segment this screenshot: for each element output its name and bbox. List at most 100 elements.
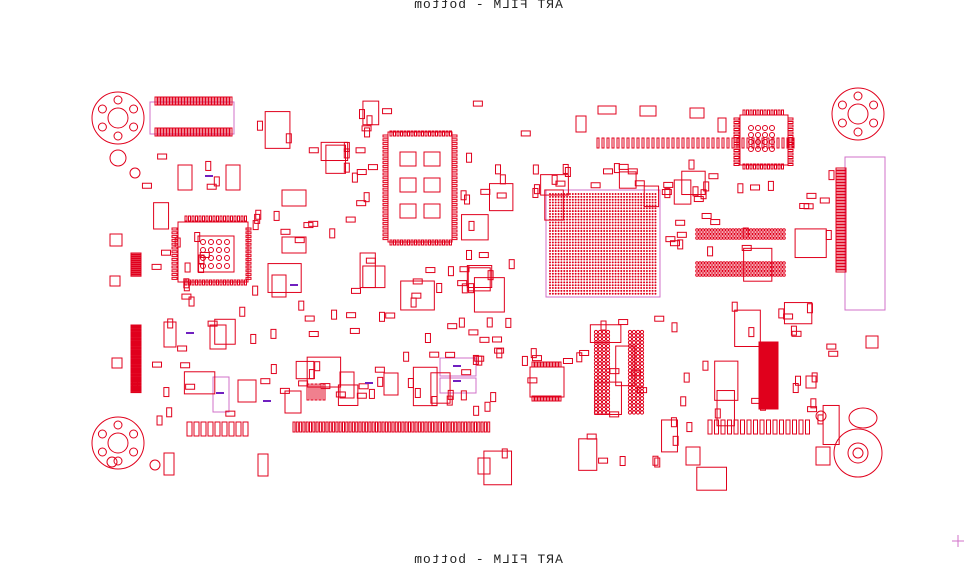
bga-ball (574, 272, 577, 275)
bga-ball (577, 292, 580, 295)
via (635, 333, 641, 338)
pad (787, 156, 794, 159)
bga-ball (631, 210, 634, 213)
bga-ball (640, 221, 643, 224)
via (716, 261, 720, 265)
connector-pin (184, 127, 188, 137)
bga-ball (623, 272, 626, 275)
bga-ball (651, 247, 654, 250)
pad (130, 365, 142, 368)
bga-ball (557, 272, 560, 275)
bga-ball (588, 284, 591, 287)
via (601, 368, 607, 373)
bga-ball (614, 244, 617, 247)
bga-ball (611, 230, 614, 233)
bga-ball (614, 247, 617, 250)
pad (219, 215, 223, 222)
pad (240, 215, 244, 222)
pad (742, 163, 746, 170)
bga-ball (568, 198, 571, 201)
bga-ball (551, 207, 554, 210)
mounting-via (853, 91, 863, 101)
pad (130, 266, 142, 269)
pad (382, 233, 389, 237)
passive (270, 364, 277, 375)
bga-ball (620, 275, 623, 278)
bga-ball (586, 284, 589, 287)
bga-ball (603, 201, 606, 204)
via (639, 396, 645, 401)
pad (399, 177, 417, 193)
via (605, 375, 611, 380)
component (540, 174, 569, 196)
mounting-via (129, 104, 139, 114)
pad (768, 357, 779, 360)
bga-ball (614, 221, 617, 224)
bga-ball (571, 235, 574, 238)
ic-outline (387, 131, 453, 243)
passive (464, 194, 471, 205)
via (631, 399, 637, 405)
via (695, 269, 699, 273)
pad (389, 239, 393, 246)
bga-ball (591, 204, 594, 207)
bga-ball (625, 193, 628, 195)
bga-ball (606, 275, 608, 278)
bga-ball (594, 252, 597, 255)
bga-ball (617, 193, 620, 195)
via (605, 354, 611, 359)
bga-ball (614, 193, 617, 195)
pad (768, 391, 779, 394)
component (225, 164, 241, 191)
bga-ball (597, 227, 600, 230)
bga-ball (571, 289, 574, 292)
bga-ball (603, 269, 606, 272)
bga-ball (645, 247, 648, 250)
bga-ball (637, 227, 640, 230)
via (749, 232, 753, 236)
bga-ball (583, 272, 586, 275)
bga-ball (594, 241, 597, 244)
bga-ball (588, 198, 591, 201)
bga-ball (620, 241, 623, 244)
pad (423, 151, 441, 167)
connector-pin (205, 127, 209, 137)
pad (424, 130, 428, 137)
connector-pin (411, 421, 415, 433)
bga-ball (620, 252, 623, 255)
bga-ball (640, 281, 643, 284)
connector-pin (338, 421, 342, 433)
passive (366, 115, 373, 126)
pad (758, 361, 769, 364)
pad (382, 229, 389, 233)
pad (792, 419, 797, 435)
passive (141, 182, 152, 189)
bga-ball (588, 204, 591, 207)
passive (359, 109, 366, 120)
via (740, 269, 744, 273)
via (601, 396, 607, 401)
bga-ball (588, 278, 591, 281)
via (701, 269, 705, 273)
connector-pin (835, 194, 847, 198)
bga-ball (586, 230, 589, 233)
ic-pad (197, 235, 235, 273)
via (635, 399, 641, 405)
passive (345, 216, 356, 223)
bga-ball (600, 227, 603, 230)
pad (676, 137, 680, 149)
bga-ball (617, 227, 620, 230)
component (714, 360, 739, 401)
passive (478, 252, 489, 259)
bga-ball (571, 221, 574, 224)
bga-ball (608, 195, 611, 198)
bga-ball (611, 204, 614, 207)
component-outline (439, 357, 477, 377)
bga-ball (631, 212, 634, 215)
bga-ball (549, 195, 551, 198)
bga-ball (654, 230, 657, 233)
bga-ball (554, 269, 557, 272)
component (544, 189, 564, 221)
bga-ball (631, 269, 634, 272)
pad (661, 137, 665, 149)
